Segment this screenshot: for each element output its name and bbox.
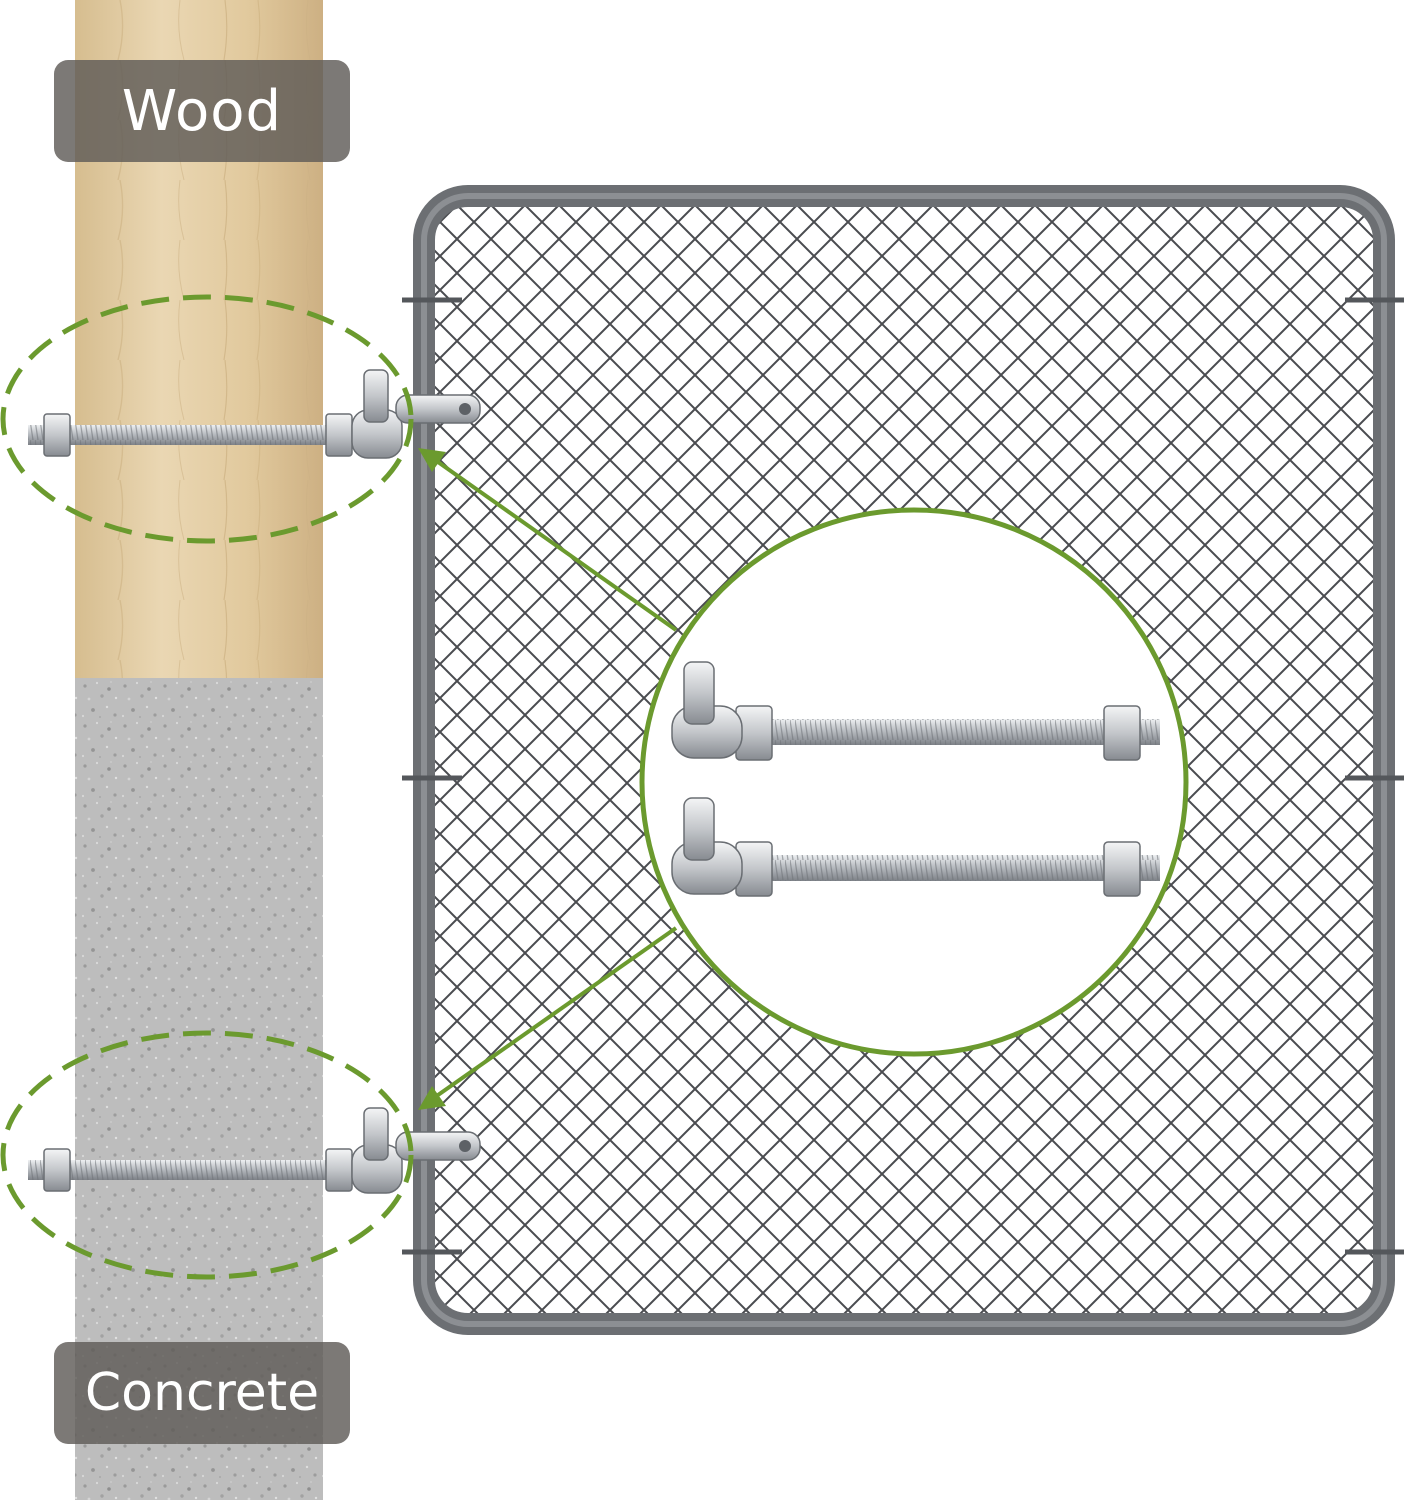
gate-hinge-bolt-icon bbox=[671, 797, 1160, 897]
top-installed-hinge bbox=[28, 369, 481, 459]
bottom-highlight-ellipse bbox=[0, 1030, 414, 1280]
pointer-arrows bbox=[418, 448, 678, 1110]
product-detail-callout bbox=[639, 507, 1189, 1057]
wood-label-text: Wood bbox=[121, 78, 283, 144]
tension-bands bbox=[402, 297, 1404, 1255]
hex-nut-icon bbox=[325, 1148, 353, 1192]
concrete-label-text: Concrete bbox=[84, 1363, 320, 1423]
top-highlight-ellipse bbox=[0, 294, 414, 544]
hex-nut-icon bbox=[1103, 705, 1141, 761]
concrete-label: Concrete bbox=[54, 1342, 350, 1444]
hex-nut-icon bbox=[1103, 841, 1141, 897]
bottom-installed-hinge bbox=[28, 1107, 481, 1194]
hex-nut-icon bbox=[43, 1148, 71, 1192]
hex-nut-icon bbox=[325, 413, 353, 457]
wood-label: Wood bbox=[54, 60, 350, 162]
chain-link-gate bbox=[402, 185, 1404, 1335]
hex-nut-icon bbox=[43, 413, 71, 457]
gate-hinge-bolt-icon bbox=[671, 661, 1160, 761]
